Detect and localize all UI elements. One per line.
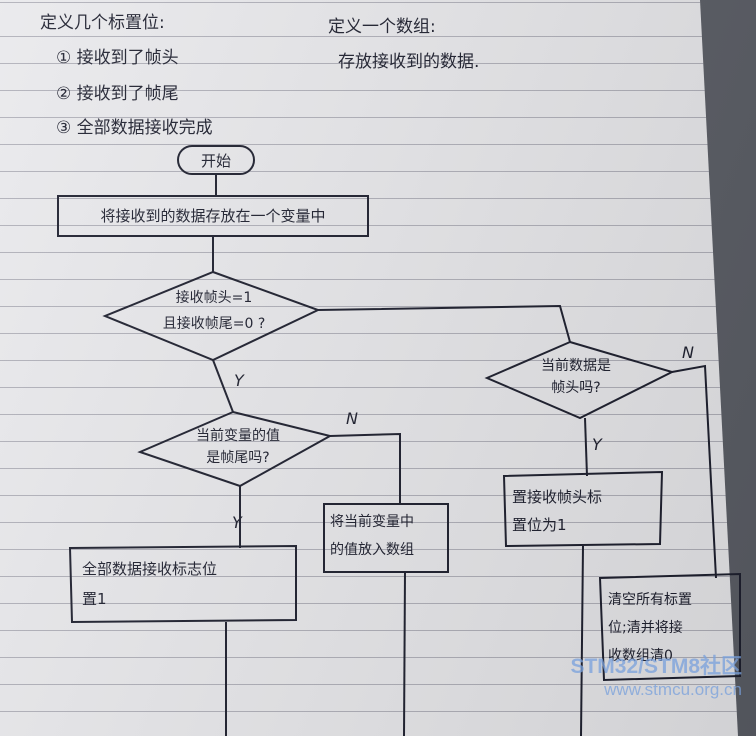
decision-frame-flags-line1: 接收帧头=1 <box>176 289 253 306</box>
array-title: 定义一个数组: <box>328 17 436 37</box>
connector-decision1-yes <box>212 359 234 413</box>
connector-decision2-no <box>671 364 717 579</box>
flag-item-3: ③ 全部数据接收完成 <box>56 118 213 138</box>
decision3-yes-label: Y <box>232 513 243 532</box>
decision-is-frame-head-line2: 帧头吗? <box>551 380 600 396</box>
notebook-paper <box>0 0 738 736</box>
connector-decision2-yes <box>584 417 588 477</box>
flag-item-1: ① 接收到了帧头 <box>56 48 179 68</box>
clear-flags-box <box>598 572 741 682</box>
flag-item-2: ② 接收到了帧尾 <box>56 84 179 104</box>
decision3-no-label: N <box>346 409 358 428</box>
watermark-line1: STM32/STM8社区 <box>570 655 742 678</box>
put-into-array-line2: 的值放入数组 <box>330 542 414 558</box>
put-into-array-line1: 将当前变量中 <box>330 513 414 530</box>
decision-is-frame-tail-line1: 当前变量的值 <box>196 427 280 444</box>
connector-decision3-no <box>329 432 401 504</box>
decision-is-frame-head <box>484 340 675 420</box>
decision-frame-flags-line2: 且接收帧尾=0 ? <box>163 315 266 332</box>
clear-flags-line3: 收数组清0 <box>608 648 673 664</box>
flags-title: 定义几个标置位: <box>40 13 165 33</box>
site-watermark: STM32/STM8社区 www.stmcu.org.cn <box>570 650 742 700</box>
decision1-yes-label: Y <box>234 371 245 390</box>
put-into-array-box <box>323 503 449 573</box>
array-desc: 存放接收到的数据. <box>338 52 480 72</box>
set-head-flag-line2: 置位为1 <box>512 516 567 534</box>
watermark-line2: www.stmcu.org.cn <box>604 680 742 699</box>
decision-is-frame-tail-line2: 是帧尾吗? <box>206 450 269 466</box>
decision-is-frame-tail <box>137 410 333 488</box>
all-data-received-line2: 置1 <box>82 590 107 608</box>
connector-set-head-down <box>580 545 584 736</box>
store-variable-label: 将接收到的数据存放在一个变量中 <box>100 207 325 225</box>
connector-decision1-no <box>317 304 571 343</box>
start-label: 开始 <box>201 152 231 170</box>
decision-is-frame-head-line1: 当前数据是 <box>541 357 611 374</box>
decision2-no-label: N <box>682 343 694 362</box>
clear-flags-line1: 清空所有标置 <box>608 592 692 608</box>
all-data-received-box <box>68 544 297 624</box>
all-data-received-line1: 全部数据接收标志位 <box>82 560 217 578</box>
decision2-yes-label: Y <box>592 435 603 454</box>
clear-flags-line2: 位;清并将接 <box>608 619 683 636</box>
set-head-flag-line1: 置接收帧头标 <box>512 488 602 506</box>
set-head-flag-box <box>502 470 664 548</box>
connector-put-array-down <box>403 571 406 736</box>
